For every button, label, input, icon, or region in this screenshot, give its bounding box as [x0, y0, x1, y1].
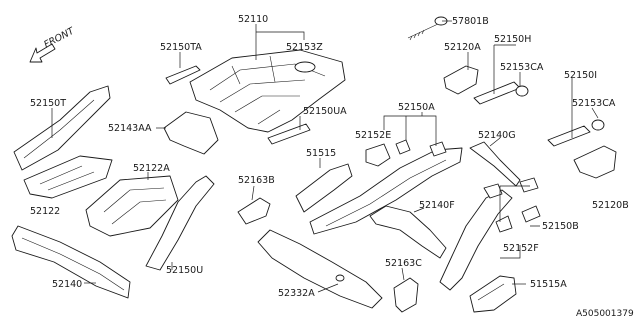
bracket-52163c-part: [393, 277, 419, 313]
bracket-52120a-part: [443, 65, 479, 95]
rail-52140f-part: [369, 205, 447, 259]
part-label: 52150H: [494, 34, 531, 45]
part-label: 52150T: [30, 98, 66, 109]
front-arrow-icon: [29, 43, 56, 63]
rail-52150u-part: [145, 175, 215, 271]
side-member-51515a-part: [469, 275, 517, 313]
part-label: 52140F: [419, 200, 455, 211]
part-label: 52143AA: [108, 123, 152, 134]
floor-panel-52122-part: [23, 155, 113, 199]
strip-52140g-part: [469, 141, 521, 187]
part-label: 52120B: [592, 200, 629, 211]
part-label: 52150I: [564, 70, 597, 81]
part-label: 52332A: [278, 288, 315, 299]
bracket-52163b-part: [237, 197, 271, 225]
part-label: 52110: [238, 14, 268, 25]
rail-52150i-part: [547, 125, 591, 147]
part-label: 51515A: [530, 279, 567, 290]
bracket-52152e-part: [365, 143, 391, 167]
rail-52332a-part: [257, 229, 383, 309]
part-label: 52152F: [503, 243, 539, 254]
part-label: 52122A: [133, 163, 170, 174]
part-label: 52140: [52, 279, 82, 290]
part-label: 51515: [306, 148, 336, 159]
part-label: 52163C: [385, 258, 422, 269]
part-label: 52122: [30, 206, 60, 217]
part-label: 52163B: [238, 175, 275, 186]
plug-52153ca-upper: [515, 85, 529, 97]
bracket-52150ta-part: [165, 65, 201, 85]
part-label: 52153CA: [572, 98, 616, 109]
part-label: 52152E: [355, 130, 391, 141]
rear-floor-pan-part: [189, 49, 346, 133]
part-label: 57801B: [452, 16, 489, 27]
part-label: 52150U: [166, 265, 203, 276]
part-label: 52120A: [444, 42, 481, 53]
part-number-labels: 52110 57801B 52150TA 52153Z 52120A 52150…: [30, 14, 629, 299]
leader-lines: [51, 20, 599, 293]
plug-52153z: [294, 61, 316, 73]
rail-52150h-part: [473, 81, 521, 105]
part-label: 52153CA: [500, 62, 544, 73]
floor-panel-52122a-part: [85, 175, 179, 237]
bracket-52120b-part: [573, 145, 617, 179]
part-label: 52150UA: [303, 106, 347, 117]
bracket-52143aa-part: [163, 111, 219, 155]
diagram-id: A505001379: [576, 309, 634, 319]
part-label: 52153Z: [286, 42, 323, 53]
bracket-52152f-part: [495, 215, 513, 233]
bracket-52150ua-part: [267, 123, 311, 145]
front-direction-indicator: FRONT: [29, 25, 77, 63]
part-label: 52150TA: [160, 42, 202, 53]
frame-rail-52150a-part: [309, 147, 463, 235]
plug-52153ca-right: [591, 119, 605, 131]
part-label: 52150B: [542, 221, 579, 232]
part-label: 52140G: [478, 130, 516, 141]
rail-52140-part: [11, 225, 131, 299]
rail-52150b-part: [439, 189, 513, 291]
bolt-part: [407, 16, 448, 41]
front-label: FRONT: [42, 25, 77, 51]
side-member-51515-part: [295, 163, 353, 213]
part-label: 52150A: [398, 102, 435, 113]
